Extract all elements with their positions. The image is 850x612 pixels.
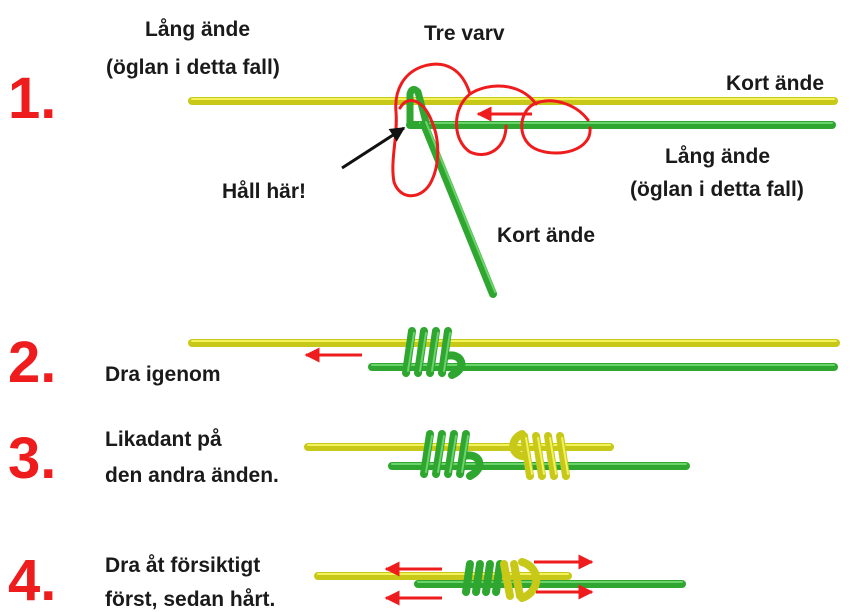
step-3-text-line1: Likadant på (105, 428, 222, 451)
long-end-right-label-line2: (öglan i detta fall) (630, 178, 804, 201)
step-2-number: 2. (8, 330, 56, 395)
step-2-illustration (188, 327, 840, 379)
step-2-text: Dra igenom (105, 363, 221, 386)
step-4-illustration (314, 554, 686, 606)
long-end-left-label-line1: Lång ände (145, 18, 250, 41)
step-4-text-line1: Dra åt försiktigt (105, 554, 260, 577)
hold-here-label: Håll här! (222, 180, 306, 203)
step-3-number: 3. (8, 426, 56, 491)
hold-here-pointer-arrow (341, 126, 406, 170)
green-wraps (420, 430, 484, 480)
step-3-illustration (304, 430, 690, 480)
step-3-text-line2: den andra änden. (105, 464, 279, 487)
long-end-right-label-line1: Lång ände (665, 145, 770, 168)
tightened-knot (462, 558, 541, 602)
step-1-illustration (188, 62, 838, 298)
green-wraps (402, 327, 466, 379)
step-1-number: 1. (8, 66, 56, 131)
long-end-left-label-line2: (öglan i detta fall) (106, 56, 280, 79)
green-line-hook (406, 85, 430, 129)
step-4-text-line2: först, sedan hårt. (105, 588, 275, 611)
short-end-bottom-label: Kort ände (497, 224, 595, 247)
three-turns-label: Tre varv (424, 22, 505, 45)
red-turns-path (391, 62, 592, 198)
yellow-wraps (509, 430, 570, 480)
short-end-right-label: Kort ände (726, 72, 824, 95)
green-line-short-end (420, 120, 497, 298)
step-4-number: 4. (8, 548, 56, 612)
